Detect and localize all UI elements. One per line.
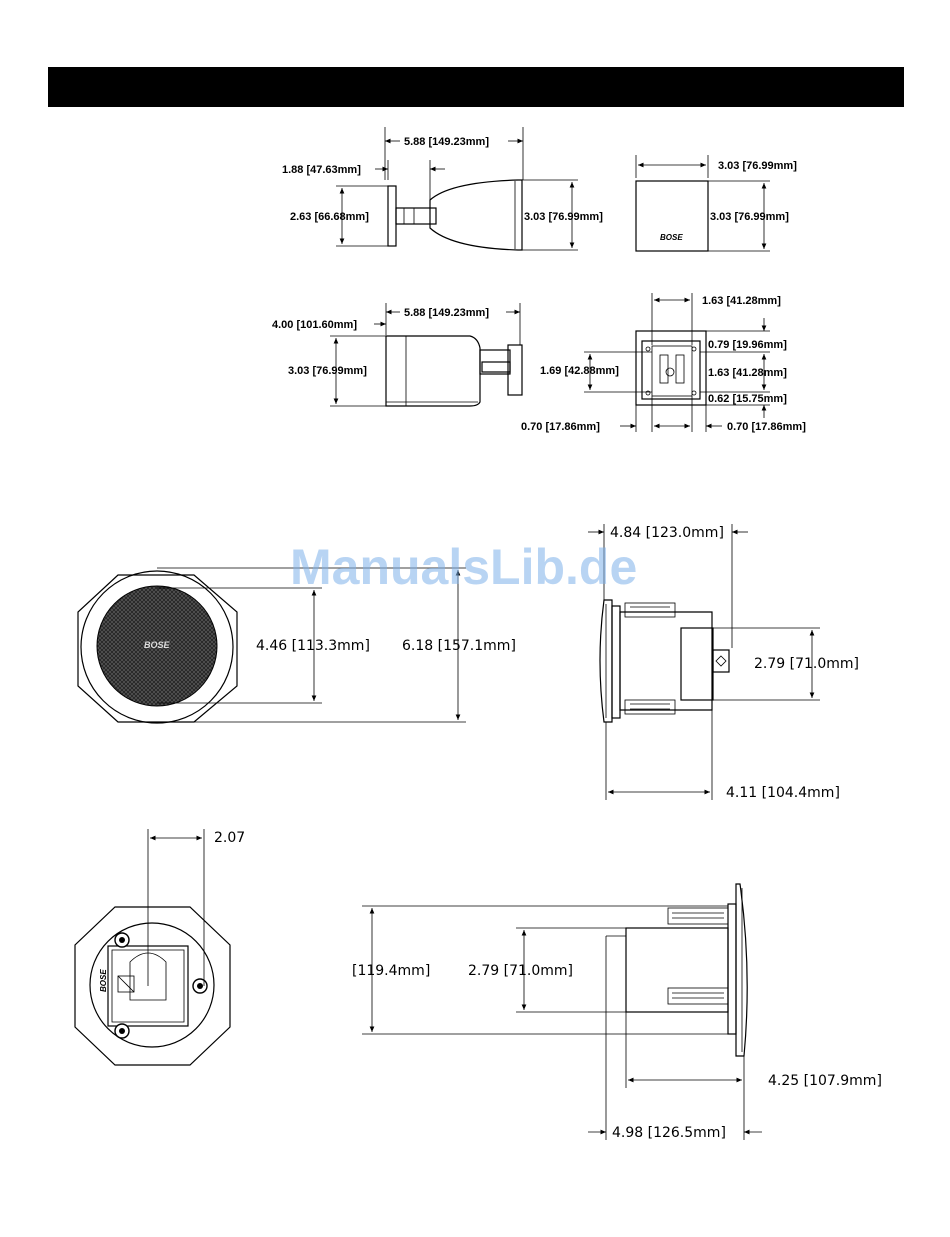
ceiling-front-view: BOSE 4.46 [113.3mm] 6.18 [157.1mm] (77, 567, 516, 724)
ceiling-back-offset-dim: 2.07 (214, 830, 245, 846)
wall-back-r1-dim: 0.79 [19.96mm] (708, 339, 787, 351)
ceiling-back-view: BOSE 2.07 (74, 829, 245, 1066)
wall-back-view: 1.63 [41.28mm] 1.69 [42.88mm] 0.79 [19.9… (521, 293, 806, 433)
wall-top-height-dim: 3.03 [76.99mm] (288, 365, 367, 377)
ceiling-side2-depth-dim: 4.25 [107.9mm] (768, 1073, 882, 1089)
wall-back-r2-dim: 1.63 [41.28mm] (708, 367, 787, 379)
ceiling-front-grille-dim: 4.46 [113.3mm] (256, 638, 370, 654)
wall-side-plate-dim: 2.63 [66.68mm] (290, 211, 369, 223)
ceiling-side-height-dim: 2.79 [71.0mm] (754, 656, 859, 672)
wall-back-left-dim: 1.69 [42.88mm] (540, 365, 619, 377)
wall-back-r3-dim: 0.62 [15.75mm] (708, 393, 787, 405)
wall-side-mount-dim: 1.88 [47.63mm] (282, 164, 361, 176)
wall-back-bl-dim: 0.70 [17.86mm] (521, 421, 600, 433)
wall-side-body-dim: 3.03 [76.99mm] (524, 211, 603, 223)
watermark: ManualsLib.de (290, 539, 637, 595)
ceiling-side-view: 4.84 [123.0mm] 2.79 [71.0mm] 4.11 [104.4… (588, 524, 859, 801)
wall-side-view: 5.88 [149.23mm] 1.88 [47.63mm] 2.63 [66.… (282, 127, 603, 251)
wall-top-width-dim: 5.88 [149.23mm] (404, 307, 489, 319)
ceiling-side-depth-dim: 4.11 [104.4mm] (726, 785, 840, 801)
wall-side-width-dim: 5.88 [149.23mm] (404, 136, 489, 148)
wall-back-top-dim: 1.63 [41.28mm] (702, 295, 781, 307)
wall-back-br-dim: 0.70 [17.86mm] (727, 421, 806, 433)
wall-top-depth-dim: 4.00 [101.60mm] (272, 319, 357, 331)
ceiling-front-outer-dim: 6.18 [157.1mm] (402, 638, 516, 654)
ceiling-front-logo: BOSE (144, 640, 171, 650)
ceiling-side2-total-dim: 4.98 [126.5mm] (612, 1125, 726, 1141)
wall-front-logo: BOSE (660, 233, 683, 242)
ceiling-side2-outer-dim: [119.4mm] (352, 963, 430, 979)
ceiling-side2-view: [119.4mm] 2.79 [71.0mm] 4.25 [107.9mm] 4… (352, 883, 882, 1141)
wall-front-view: BOSE 3.03 [76.99mm] 3.03 [76.99mm] (635, 155, 797, 252)
wall-front-width-dim: 3.03 [76.99mm] (718, 160, 797, 172)
wall-top-view: 5.88 [149.23mm] 4.00 [101.60mm] 3.03 [76… (272, 303, 523, 407)
wall-front-height-dim: 3.03 [76.99mm] (710, 211, 789, 223)
ceiling-side-top-dim: 4.84 [123.0mm] (610, 525, 724, 541)
ceiling-back-logo: BOSE (99, 969, 108, 992)
header-bar (48, 67, 904, 107)
ceiling-side2-height-dim: 2.79 [71.0mm] (468, 963, 573, 979)
